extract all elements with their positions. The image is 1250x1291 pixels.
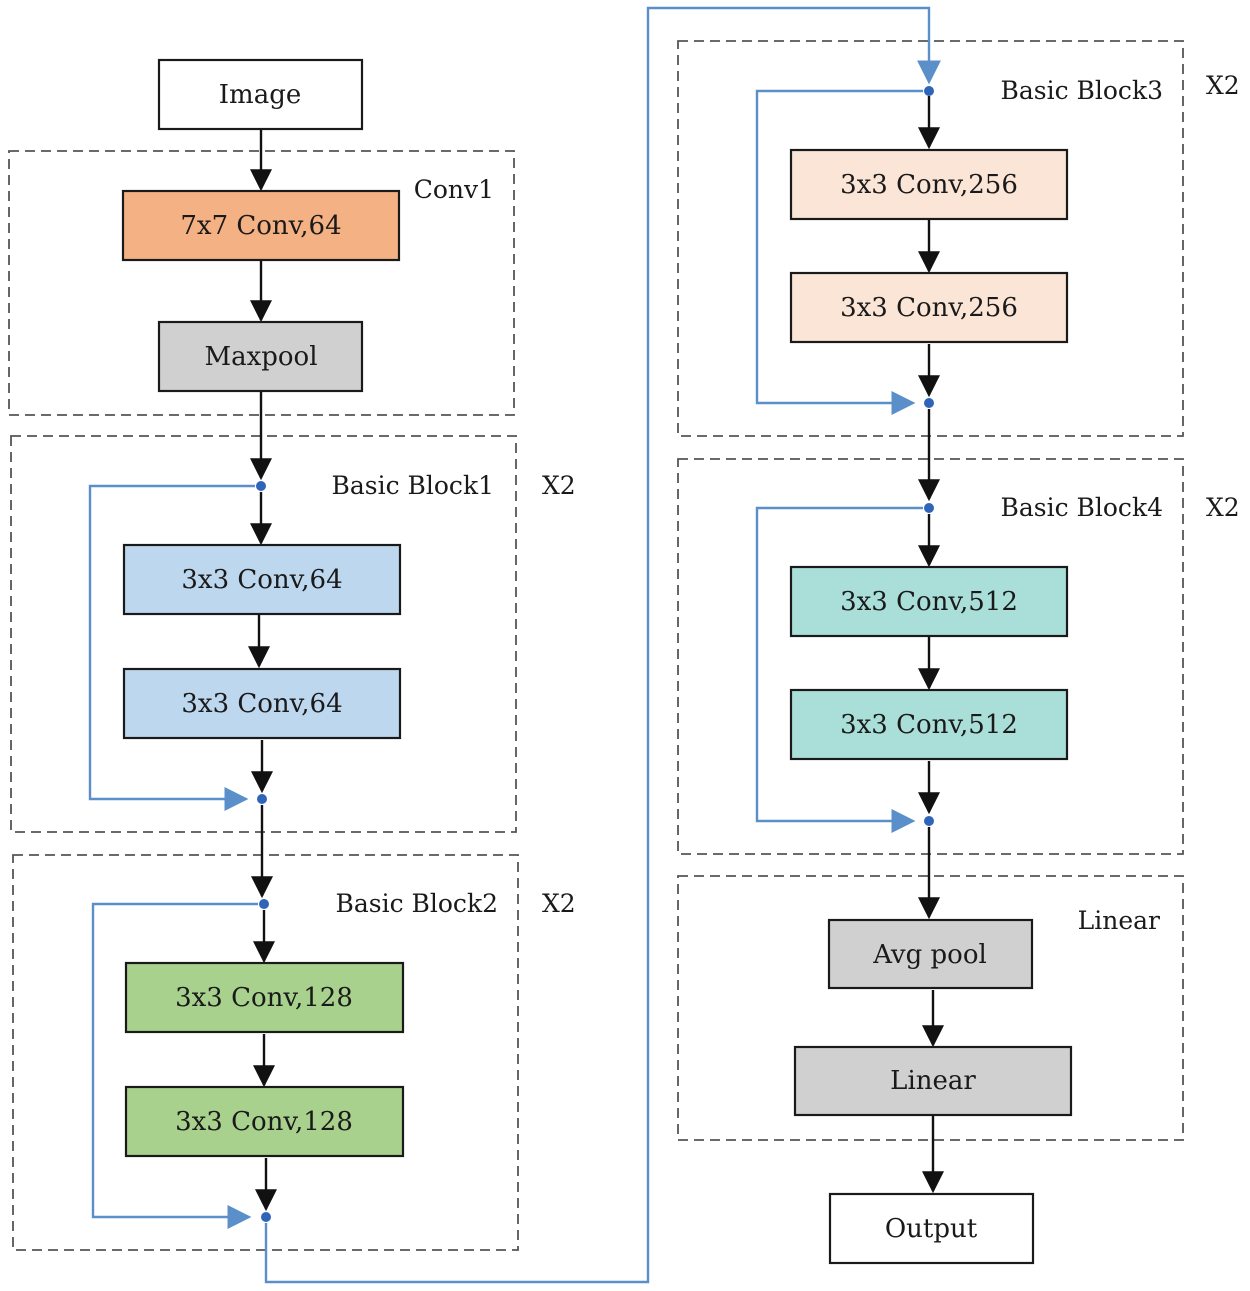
node-block3-conv-a-box bbox=[789, 148, 1069, 221]
node-block4-conv-a: 3x3 Conv,512 bbox=[789, 565, 1069, 638]
block2-input-junction bbox=[259, 899, 269, 909]
block4-output-junction bbox=[924, 816, 934, 826]
group-basic-block4 bbox=[677, 458, 1184, 855]
block1-skip-connection bbox=[88, 484, 255, 811]
node-avgpool-box bbox=[827, 918, 1034, 990]
group-basic-block3-repeat: X2 bbox=[1206, 71, 1240, 100]
group-basic-block3 bbox=[677, 40, 1184, 437]
node-conv7-label: 7x7 Conv,64 bbox=[180, 211, 341, 241]
node-block2-conv-a-label: 3x3 Conv,128 bbox=[175, 983, 353, 1013]
block2-skip-connection bbox=[91, 902, 258, 1229]
node-linear-label: Linear bbox=[890, 1066, 976, 1096]
node-block3-conv-a: 3x3 Conv,256 bbox=[789, 148, 1069, 221]
node-block1-conv-a-box bbox=[122, 543, 402, 616]
group-basic-block1-repeat: X2 bbox=[542, 471, 576, 500]
block1-input-junction bbox=[256, 481, 266, 491]
block4-input-junction bbox=[924, 503, 934, 513]
node-block2-conv-a: 3x3 Conv,128 bbox=[124, 961, 405, 1034]
node-block2-conv-a-box bbox=[124, 961, 405, 1034]
node-maxpool: Maxpool bbox=[157, 320, 364, 393]
node-block3-conv-b: 3x3 Conv,256 bbox=[789, 271, 1069, 344]
group-basic-block1 bbox=[10, 435, 517, 833]
node-block4-conv-a-box bbox=[789, 565, 1069, 638]
group-basic-block2-label: Basic Block2 bbox=[335, 889, 498, 918]
node-block2-conv-b: 3x3 Conv,128 bbox=[124, 1085, 405, 1158]
node-output-box bbox=[828, 1192, 1035, 1265]
node-block4-conv-b: 3x3 Conv,512 bbox=[789, 688, 1069, 761]
node-image: Image bbox=[157, 58, 364, 131]
node-block1-conv-a-label: 3x3 Conv,64 bbox=[181, 565, 342, 595]
node-block1-conv-a: 3x3 Conv,64 bbox=[122, 543, 402, 616]
node-linear: Linear bbox=[793, 1045, 1073, 1117]
node-block3-conv-b-box bbox=[789, 271, 1069, 344]
node-block1-conv-b-label: 3x3 Conv,64 bbox=[181, 689, 342, 719]
node-image-box bbox=[157, 58, 364, 131]
node-linear-box bbox=[793, 1045, 1073, 1117]
node-block1-conv-b: 3x3 Conv,64 bbox=[122, 667, 402, 740]
group-linear-label: Linear bbox=[1078, 906, 1160, 935]
node-avgpool-label: Avg pool bbox=[872, 940, 987, 970]
block3-skip-connection bbox=[755, 89, 923, 415]
node-block4-conv-b-label: 3x3 Conv,512 bbox=[840, 710, 1018, 740]
node-block4-conv-a-label: 3x3 Conv,512 bbox=[840, 587, 1018, 617]
column-connector bbox=[264, 6, 941, 1284]
group-basic-block4-repeat: X2 bbox=[1206, 493, 1240, 522]
block1-output-junction bbox=[257, 794, 267, 804]
group-basic-block2-repeat: X2 bbox=[542, 889, 576, 918]
group-basic-block4-label: Basic Block4 bbox=[1000, 493, 1163, 522]
node-block4-conv-b-box bbox=[789, 688, 1069, 761]
group-basic-block1-label: Basic Block1 bbox=[331, 471, 494, 500]
block3-input-junction bbox=[924, 86, 934, 96]
node-maxpool-box bbox=[157, 320, 364, 393]
node-block1-conv-b-box bbox=[122, 667, 402, 740]
node-conv7: 7x7 Conv,64 bbox=[121, 189, 401, 262]
group-basic-block3-label: Basic Block3 bbox=[1000, 76, 1163, 105]
node-block3-conv-b-label: 3x3 Conv,256 bbox=[840, 293, 1018, 323]
node-output-label: Output bbox=[885, 1214, 978, 1244]
node-block2-conv-b-label: 3x3 Conv,128 bbox=[175, 1107, 353, 1137]
group-conv1-label: Conv1 bbox=[414, 175, 494, 204]
block2-output-junction bbox=[261, 1212, 271, 1222]
node-maxpool-label: Maxpool bbox=[204, 342, 317, 372]
block4-skip-connection bbox=[755, 506, 923, 833]
node-block3-conv-a-label: 3x3 Conv,256 bbox=[840, 170, 1018, 200]
node-image-label: Image bbox=[219, 80, 301, 110]
block3-output-junction bbox=[924, 398, 934, 408]
node-avgpool: Avg pool bbox=[827, 918, 1034, 990]
node-output: Output bbox=[828, 1192, 1035, 1265]
node-conv7-box bbox=[121, 189, 401, 262]
node-block2-conv-b-box bbox=[124, 1085, 405, 1158]
